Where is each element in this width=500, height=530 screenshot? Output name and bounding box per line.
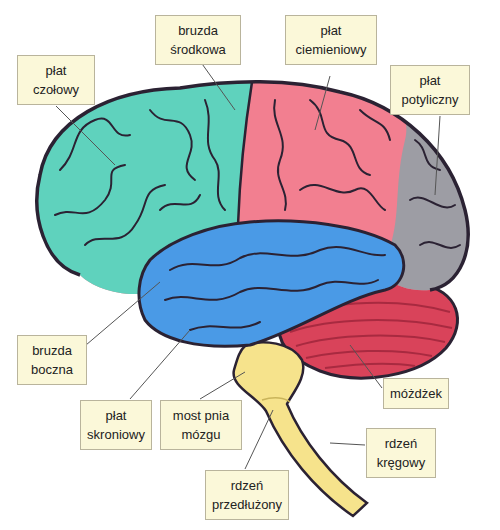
- label-text: rdzeń przedłużony: [212, 476, 282, 514]
- occipital-lobe: [385, 0, 500, 400]
- leader-line: [130, 330, 190, 399]
- label-box: most pnia mózgu: [160, 400, 242, 450]
- leader-line: [315, 76, 330, 130]
- leader-line: [435, 116, 440, 195]
- temporal-gyri: [165, 247, 385, 330]
- leader-line: [56, 106, 115, 165]
- leader-line: [350, 345, 382, 388]
- label-text: bruzda boczna: [24, 341, 80, 379]
- label-text: płat czołowy: [24, 61, 88, 99]
- label-text: płat ciemieniowy: [292, 21, 370, 59]
- label-text: płat skroniowy: [87, 406, 145, 444]
- leader-line: [86, 282, 160, 345]
- leader-line: [200, 61, 235, 110]
- label-text: bruzda środkowa: [162, 21, 234, 59]
- leader-line: [330, 443, 365, 445]
- label-box: płat skroniowy: [80, 400, 152, 450]
- label-text: móżdżek: [390, 384, 442, 403]
- leader-line: [245, 410, 273, 469]
- label-box: rdzeń kręgowy: [366, 428, 436, 478]
- label-text: most pnia mózgu: [167, 406, 235, 444]
- label-box: płat potyliczny: [390, 65, 470, 115]
- leader-line: [200, 372, 245, 399]
- label-text: płat potyliczny: [397, 71, 463, 109]
- central-sulcus: [238, 82, 252, 225]
- label-text: rdzeń kręgowy: [373, 434, 429, 472]
- label-box: móżdżek: [383, 378, 449, 409]
- temporal-lobe: [139, 221, 404, 346]
- label-box: bruzda środkowa: [155, 15, 241, 65]
- parietal-lobe: [0, 0, 500, 400]
- label-box: płat czołowy: [17, 55, 95, 105]
- brainstem-fold: [262, 398, 290, 402]
- cerebrum: [0, 0, 500, 400]
- label-box: rdzeń przedłużony: [205, 470, 289, 520]
- label-box: bruzda boczna: [17, 335, 87, 385]
- label-box: płat ciemieniowy: [285, 15, 377, 65]
